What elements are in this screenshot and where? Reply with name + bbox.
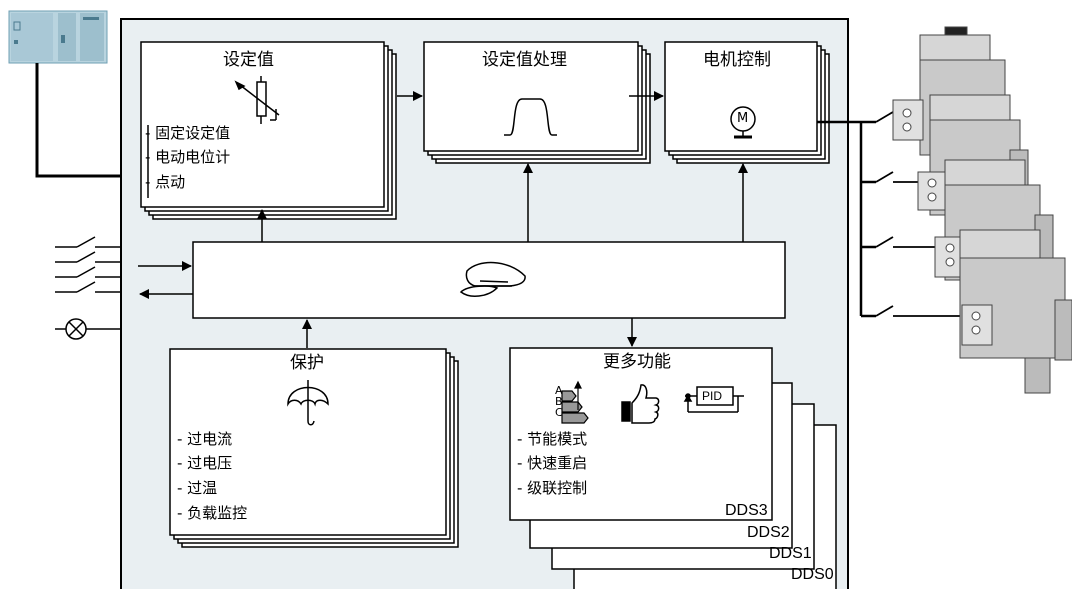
dds0-label: DDS0 — [791, 566, 834, 583]
protection-item-overvoltage: - 过电压 — [177, 454, 233, 472]
dds1-label: DDS1 — [769, 545, 812, 562]
abc-letter-c: C — [555, 406, 563, 419]
protection-item-overtemp: - 过温 — [177, 479, 218, 497]
fieldbus-line — [35, 63, 121, 178]
protection-item-load-monitoring: - 负载监控 — [177, 504, 248, 522]
abc-letter-a: A — [555, 384, 563, 397]
ramp-function-icon — [504, 98, 557, 136]
motor-control-block — [664, 41, 830, 164]
abc-letter-b: B — [555, 395, 563, 408]
more-item-cascade-control: - 级联控制 — [517, 479, 588, 497]
plc-icon — [8, 10, 108, 64]
umbrella-icon — [287, 380, 329, 426]
setpoint-processing-title: 设定值处理 — [482, 50, 567, 70]
signal-lamp-icon — [55, 318, 121, 340]
thumbs-up-icon — [621, 384, 660, 424]
more-functions-title: 更多功能 — [603, 352, 671, 372]
motor-symbol-icon — [730, 106, 756, 139]
setpoint-item-mop: - 电动电位计 — [145, 148, 231, 166]
pid-label: PID — [702, 389, 723, 403]
more-item-flying-restart: - 快速重启 — [517, 454, 588, 472]
setpoint-processing-block — [423, 41, 651, 164]
potentiometer-icon — [234, 76, 280, 124]
motor-symbol-label: M — [737, 111, 749, 126]
dds2-label: DDS2 — [747, 524, 790, 541]
digital-inputs-switches-icon — [55, 236, 121, 293]
protection-item-overcurrent: - 过电流 — [177, 430, 233, 448]
setpoint-block — [140, 41, 397, 220]
dds3-label: DDS3 — [725, 502, 768, 519]
motor-icon — [959, 229, 1072, 394]
setpoint-title: 设定值 — [223, 50, 274, 70]
abc-efficiency-icon — [561, 380, 589, 424]
motor-feed-lines — [817, 120, 876, 318]
dds-stack — [509, 347, 837, 589]
motor-control-title: 电机控制 — [703, 50, 771, 70]
protection-title: 保护 — [290, 353, 324, 373]
pid-controller-icon — [683, 386, 744, 413]
captain-hat-icon — [459, 261, 526, 297]
more-item-energy-saving: - 节能模式 — [517, 430, 588, 448]
setpoint-item-jog: - 点动 — [145, 173, 186, 191]
setpoint-item-fixed: - 固定设定值 — [145, 124, 231, 142]
